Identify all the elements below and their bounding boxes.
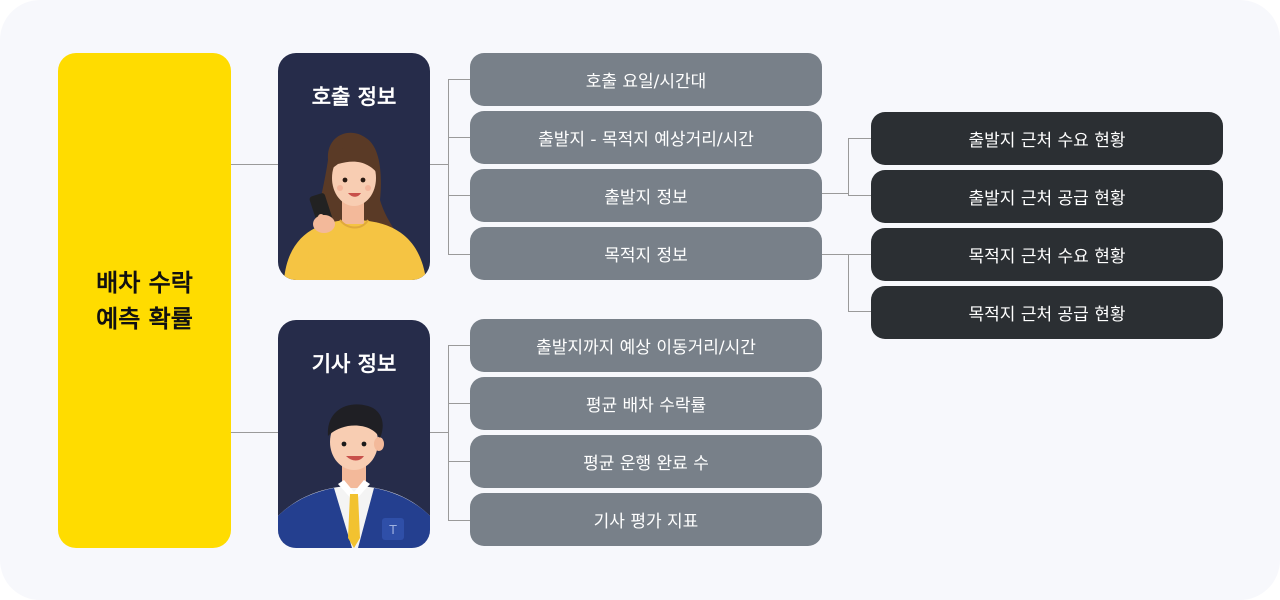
connector-destination-stub [822, 254, 848, 255]
driver-info-title: 기사 정보 [311, 352, 397, 376]
root-label-line-1: 배차 수락 [96, 268, 193, 297]
driver-item-travel-to-origin: 출발지까지 예상 이동거리/시간 [470, 319, 822, 372]
connector-driver-item-3 [448, 461, 470, 462]
root-node-acceptance-probability: 배차 수락 예측 확률 [58, 53, 231, 548]
connector-driver-item-1 [448, 345, 470, 346]
call-info-card: 호출 정보 [278, 53, 430, 280]
connector-origin-demand [848, 138, 871, 139]
origin-demand-status: 출발지 근처 수요 현황 [871, 112, 1223, 165]
connector-root-to-call [231, 164, 278, 165]
driver-info-card: 기사 정보 T [278, 320, 430, 548]
call-info-title: 호출 정보 [311, 85, 397, 109]
connector-driver-item-4 [448, 520, 470, 521]
origin-supply-status: 출발지 근처 공급 현황 [871, 170, 1223, 223]
connector-driver-spine [448, 345, 449, 520]
connector-destination-demand [848, 254, 871, 255]
call-item-day-time: 호출 요일/시간대 [470, 53, 822, 106]
call-item-distance-time: 출발지 - 목적지 예상거리/시간 [470, 111, 822, 164]
call-item-origin-info: 출발지 정보 [470, 169, 822, 222]
connector-call-spine [448, 79, 449, 255]
connector-call-item-3 [448, 195, 470, 196]
connector-call-item-4 [448, 254, 470, 255]
connector-root-to-driver [231, 432, 278, 433]
destination-demand-status: 목적지 근처 수요 현황 [871, 228, 1223, 281]
connector-driver-item-2 [448, 403, 470, 404]
connector-call-stub [430, 164, 448, 165]
driver-item-acceptance-rate: 평균 배차 수락률 [470, 377, 822, 430]
connector-call-item-1 [448, 79, 470, 80]
driver-item-completed-trips: 평균 운행 완료 수 [470, 435, 822, 488]
woman-with-phone-illustration [284, 132, 426, 280]
connector-origin-supply [848, 195, 871, 196]
connector-call-item-2 [448, 137, 470, 138]
svg-text:T: T [388, 523, 397, 537]
call-item-destination-info: 목적지 정보 [470, 227, 822, 280]
connector-destination-spine [848, 254, 849, 312]
destination-supply-status: 목적지 근처 공급 현황 [871, 286, 1223, 339]
driver-in-vest-illustration: T [278, 404, 430, 548]
connector-destination-supply [848, 311, 871, 312]
root-node-label: 배차 수락 예측 확률 [96, 265, 193, 337]
connector-driver-stub [430, 432, 448, 433]
connector-origin-spine [848, 138, 849, 196]
connector-origin-stub [822, 193, 848, 194]
driver-item-rating-index: 기사 평가 지표 [470, 493, 822, 546]
root-label-line-2: 예측 확률 [96, 304, 193, 333]
